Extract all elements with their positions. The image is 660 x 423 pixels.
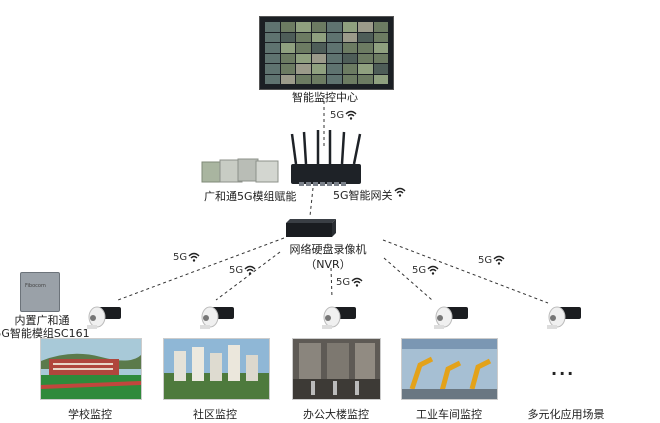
link-nvr-cam4 [383,257,433,301]
wifi-icon [394,187,406,197]
center-label: 智能监控中心 [292,91,358,104]
link-label-cam4: 5G [412,265,439,276]
link-nvr-cam3 [330,267,333,299]
link-nvr-cam2 [215,251,281,301]
link-nvr-cam1 [117,237,285,301]
scene-label-community: 社区监控 [193,408,237,421]
link-label-cam5: 5G [478,255,505,266]
link-label-cam1: 5G [173,252,200,263]
scene-label-more: 多元化应用场景 [527,408,605,421]
wifi-icon [345,110,357,120]
nvr-label: 网络硬盘录像机 [289,243,367,256]
office-photo [292,338,381,400]
link-label-cam2: 5G [229,265,256,276]
wifi-icon [188,252,200,262]
link-label-cam3: 5G [336,277,363,288]
camera-icon [87,306,121,329]
factory-photo [401,338,498,400]
gateway-label: 5G智能网关 [333,187,406,203]
scene-label-school: 学校监控 [68,408,112,421]
more-scenes-ellipsis: ... [551,360,576,379]
module-label: 广和通5G模组赋能 [204,190,297,203]
chip-label-line1: 内置广和通 [14,314,70,327]
nvr-box-icon [286,219,336,237]
camera-icon [547,306,581,329]
chip-label-line2: 5G智能模组SC161 [0,327,90,340]
wifi-icon [351,277,363,287]
school-photo [40,338,142,400]
gateway-router-icon [291,164,361,186]
camera-icon [200,306,234,329]
video-wall-monitor [259,16,394,90]
link-nvr-cam5 [382,239,549,304]
wifi-icon [493,255,505,265]
antenna-icon [290,130,362,165]
community-photo [163,338,270,400]
link-label-center: 5G [330,110,357,121]
chip-module-icon: Fibocom [20,272,60,312]
camera-icon [434,306,468,329]
link-gateway-nvr [309,187,314,217]
module-boards-icon [201,158,279,183]
camera-icon [322,306,356,329]
wifi-icon [427,265,439,275]
wifi-icon [244,265,256,275]
scene-label-factory: 工业车间监控 [416,408,482,421]
nvr-sublabel: （NVR） [305,258,351,271]
scene-label-office: 办公大楼监控 [303,408,369,421]
